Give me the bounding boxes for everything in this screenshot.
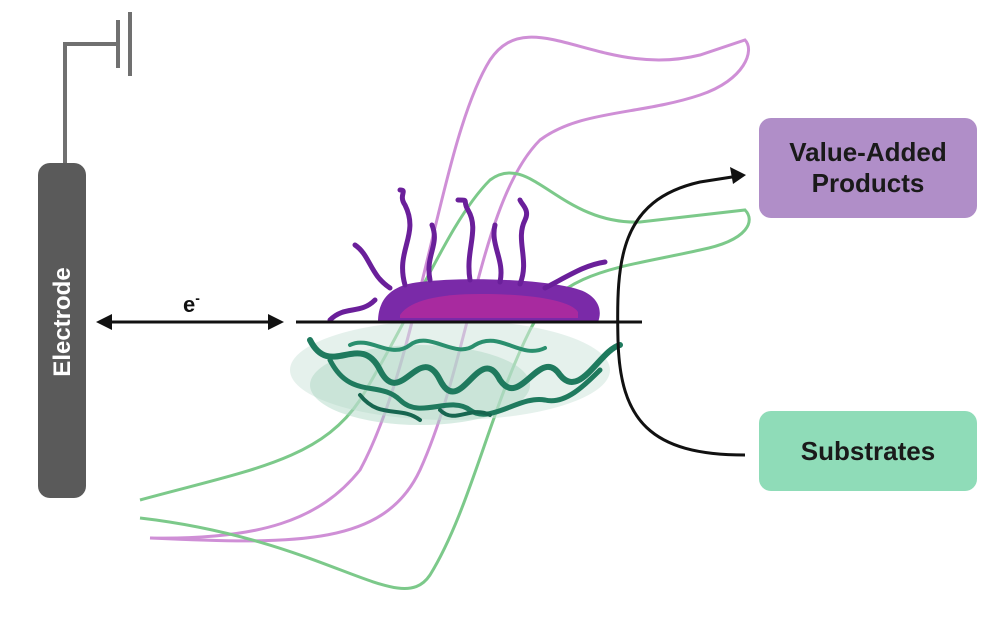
protein-structure [290,320,623,425]
electrode-label: Electrode [49,267,76,376]
products-label-line2: Products [811,168,925,198]
electron-symbol: e- [183,290,200,317]
ground-symbol [63,12,132,165]
electron-transfer-arrow [96,314,284,330]
polymer-chains [327,187,608,323]
products-label-line1: Value-Added [789,137,947,167]
substrates-label: Substrates [800,435,936,466]
substrates-box [759,411,977,491]
products-box [759,118,977,218]
products-label: Value-Added Products [759,118,977,218]
voltammogram-trace-purple [149,35,750,543]
enzyme-layer [378,279,600,322]
conversion-arrow [616,167,746,457]
electrode-bar [38,163,86,498]
